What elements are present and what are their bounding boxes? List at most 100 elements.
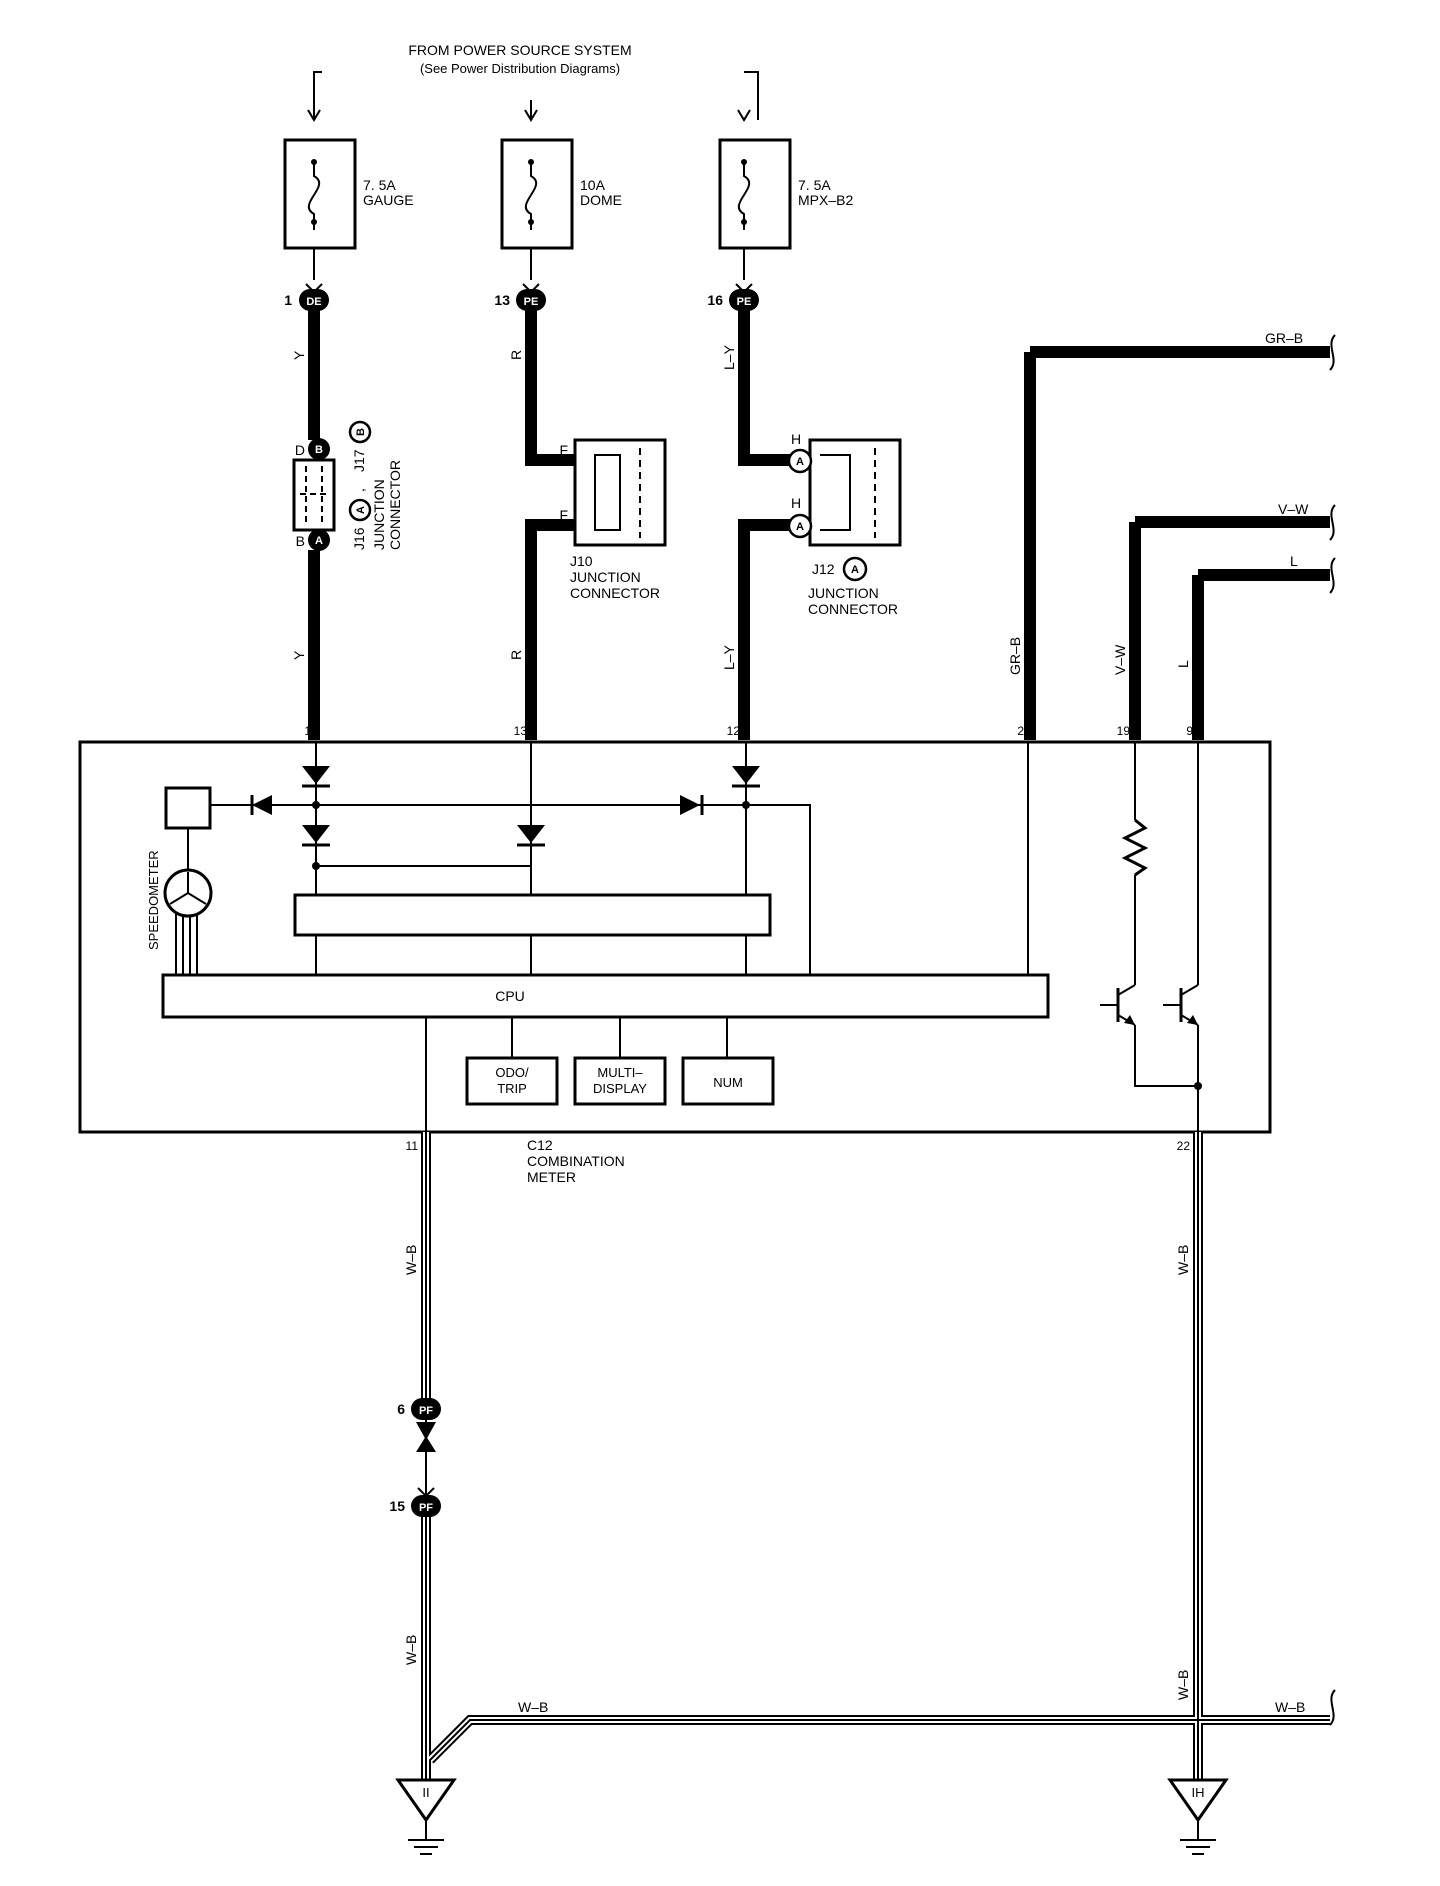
diode-d6 [732,766,760,788]
ground-ii-label: II [422,1785,429,1800]
j12-badge-bottom: A [796,521,804,533]
wire-grb-side: GR–B [1007,637,1023,675]
wire-wb-2: W–B [403,1635,419,1665]
j12-badge: A [851,564,859,576]
wire-vw-top: V–W [1278,501,1309,517]
fuse-gauge-rating: 7. 5A [363,177,396,193]
j12-pin-top: H [791,431,801,447]
connector-pf6-code: PF [419,1405,433,1417]
meter-pin-12: 12 [727,724,741,738]
j10-pin-bottom: F [559,507,568,523]
j16-badge-bottom: A [315,535,323,547]
odo-label: ODO/ [495,1065,529,1080]
meter-pin-2: 2 [1017,724,1024,738]
connector-pe-13: PE 13 [494,283,546,311]
wire-wb-5: W–B [518,1699,548,1715]
supply-arrows [307,109,751,122]
meter-pin-13: 13 [514,724,528,738]
fuse-mpx-b2: 7. 5A MPX–B2 [718,138,853,250]
junction-j10: F F J10 JUNCTION CONNECTOR [559,438,667,601]
odo-trip-box: ODO/ TRIP [465,1056,559,1106]
wire-color-labels: Y Y R R L–Y L–Y GR–B GR–B V–W V–W L L [291,330,1309,675]
meter-line1: COMBINATION [527,1153,625,1169]
connector-pe16-pin: 16 [707,292,723,308]
j16-badge-top: B [315,444,323,456]
ground-ih-label: IH [1192,1785,1205,1800]
connector-pf15-pin: 15 [389,1498,405,1514]
j12-line1: JUNCTION [808,585,879,601]
wire-vw-side: V–W [1112,644,1128,675]
display-label: DISPLAY [593,1081,647,1096]
meter-pin-9: 9 [1186,724,1193,738]
diode-d1 [302,766,330,788]
wire-ends-right [1329,334,1336,1726]
connector-pe16-code: PE [737,296,752,308]
fuse-dome-name: DOME [580,192,622,208]
transistor-2 [1163,984,1199,1026]
connector-de-code: DE [306,296,321,308]
meter-pin-19: 19 [1117,724,1131,738]
j16-pin-top: D [295,442,305,458]
wire-ly-upper: L–Y [721,344,737,370]
wire-wb-4: W–B [1175,1670,1191,1700]
j12-badge-top: A [796,456,804,468]
wire-r-lower: R [508,650,524,660]
j17-badge: B [355,428,367,436]
diode-d5 [680,795,704,815]
j10-label: J10 [570,553,593,569]
j16-separator: , [351,488,367,492]
j10-line2: JUNCTION [570,569,641,585]
wire-wb-1: W–B [403,1245,419,1275]
connector-pf6-pin: 6 [397,1401,405,1417]
connector-pf15-code: PF [419,1502,433,1514]
wire-l-top: L [1290,553,1298,569]
wire-l-side: L [1175,660,1191,668]
ground-ii: II [395,1778,457,1855]
trip-label: TRIP [497,1081,527,1096]
num-box: NUM [681,1056,775,1106]
fuse-gauge-name: GAUGE [363,192,414,208]
diode-d3 [302,825,330,847]
wire-y-upper: Y [291,350,307,360]
multi-display-box: MULTI– DISPLAY [573,1056,667,1106]
wire-r-upper: R [508,350,524,360]
j12-pin-bottom: H [791,495,801,511]
meter-code: C12 [527,1137,553,1153]
j16-line1: JUNCTION [371,479,387,550]
meter-line2: METER [527,1169,576,1185]
wire-y-lower: Y [291,650,307,660]
connector-de: DE 1 [284,283,329,311]
transistor-1 [1100,984,1136,1026]
diode-d2 [250,795,272,815]
fuse-mpx-b2-rating: 7. 5A [798,177,831,193]
fuse-mpx-b2-name: MPX–B2 [798,192,853,208]
junction-j12: A A H H J12 A JUNCTION CONNECTOR [787,431,902,617]
diode-d4 [517,825,545,847]
combination-meter: 1 13 12 2 19 9 [78,724,1272,1185]
wire-wb-6: W–B [1275,1699,1305,1715]
multi-label: MULTI– [597,1065,643,1080]
connector-pe13-code: PE [524,296,539,308]
wire-ly-lower: L–Y [721,644,737,670]
wire-wb-3: W–B [1175,1245,1191,1275]
fuse-dome-rating: 10A [580,177,606,193]
wire-grb-top: GR–B [1265,330,1303,346]
fuse-dome: 10A DOME [500,138,622,250]
speedometer-label: SPEEDOMETER [146,850,161,950]
wires-upper [308,305,1330,740]
header-title: FROM POWER SOURCE SYSTEM [408,42,631,58]
meter-pin-11: 11 [406,1139,419,1153]
connector-pf-15: PF 15 [389,1487,441,1517]
connector-pe13-pin: 13 [494,292,510,308]
ground-wires [421,1132,1330,1780]
j10-line3: CONNECTOR [570,585,660,601]
j17-label: J17 [351,449,367,472]
j16-label: J16 [351,527,367,550]
meter-pin-1: 1 [304,724,311,738]
connector-pe-16: PE 16 [707,283,759,311]
j16-pin-bottom: B [296,533,305,549]
num-label: NUM [713,1075,743,1090]
j10-pin-top: F [559,442,568,458]
j16-line2: CONNECTOR [387,460,403,550]
